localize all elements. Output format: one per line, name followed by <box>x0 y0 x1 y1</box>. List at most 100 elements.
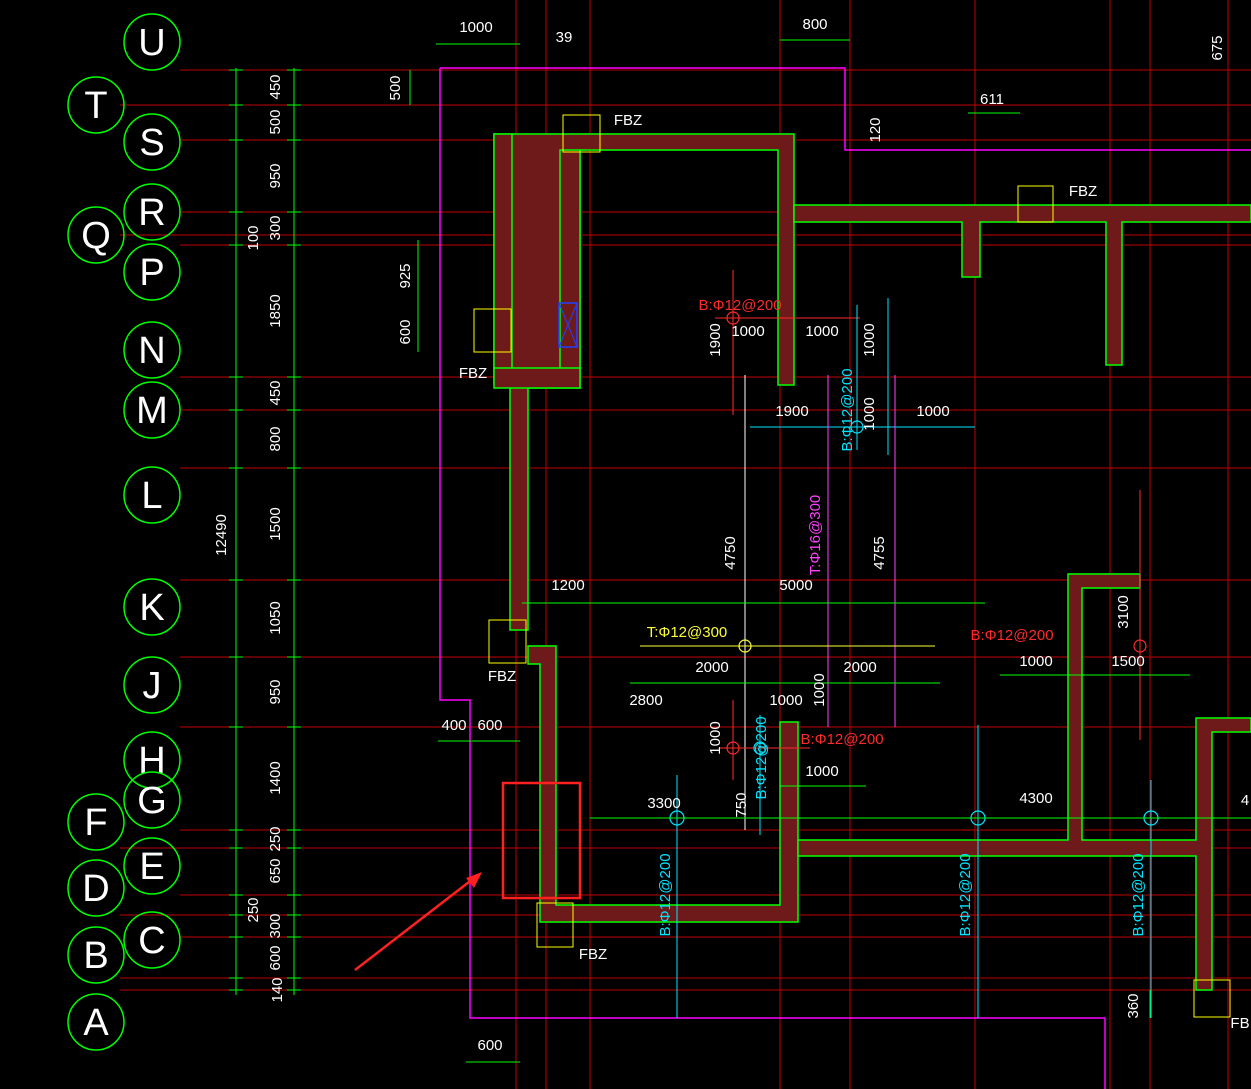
grid-dim-segment: 950 <box>267 679 284 704</box>
axis-bubble-m: M <box>123 381 181 439</box>
axis-bubble-d: D <box>67 859 125 917</box>
grid-dim-segment: 950 <box>267 163 284 188</box>
dim-text: 1000 <box>731 323 764 340</box>
dim-text: 1000 <box>707 721 724 754</box>
grid-dim-segment: 600 <box>267 945 284 970</box>
axis-bubble-label: M <box>136 390 168 432</box>
axis-bubble-q: Q <box>67 206 125 264</box>
rebar-label: T:Φ16@300 <box>807 495 824 576</box>
grid-dim-segment: 500 <box>267 109 284 134</box>
annotation-arrow-shaft <box>354 874 479 971</box>
axis-bubble-h: H <box>123 731 181 789</box>
rebar-label: B:Φ12@200 <box>753 716 770 799</box>
axis-bubble-p: P <box>123 243 181 301</box>
dim-text: 1000 <box>916 403 949 420</box>
axis-bubble-label: G <box>137 780 167 822</box>
rebar-texts: B:Φ12@200B:Φ12@200T:Φ16@300B:Φ12@200T:Φ1… <box>647 297 1147 937</box>
grid-dimension-chain: 4505009503001850450800150010509501400250… <box>213 68 301 1003</box>
rebar-label: B:Φ12@200 <box>839 368 856 451</box>
axis-bubble-s: S <box>123 113 181 171</box>
grid-dim-sub-total: 100 <box>245 225 262 250</box>
rebar-label: B:Φ12@200 <box>800 731 883 748</box>
rebar-label: B:Φ12@200 <box>970 627 1053 644</box>
dim-text: 5000 <box>779 577 812 594</box>
axis-bubble-label: H <box>138 740 165 782</box>
dim-text: 1000 <box>811 673 828 706</box>
axis-bubble-n: N <box>123 321 181 379</box>
grid-dim-segment: 800 <box>267 426 284 451</box>
dim-text: 1000 <box>861 397 878 430</box>
axis-bubble-l: L <box>123 466 181 524</box>
dim-text: 2800 <box>629 692 662 709</box>
grid-dim-segment: 450 <box>267 380 284 405</box>
dim-text: 400 <box>441 717 466 734</box>
axis-bubble-b: B <box>67 926 125 984</box>
blue-opening-cross-b <box>558 302 578 348</box>
dim-text: 1000 <box>805 323 838 340</box>
blue-opening-mark <box>558 302 578 348</box>
grid-dim-segment: 300 <box>267 215 284 240</box>
axis-bubble-label: R <box>138 192 165 234</box>
fbz-label: FBZ <box>579 946 607 963</box>
axis-bubble-e: E <box>123 837 181 895</box>
axis-bubble-label: L <box>141 475 162 517</box>
axis-bubble-label: Q <box>81 215 111 257</box>
axis-bubble-label: N <box>138 330 165 372</box>
grid-dim-segment: 300 <box>267 913 284 938</box>
top-dim-text: 675 <box>1209 35 1226 60</box>
top-dim-text: 39 <box>556 29 573 46</box>
axis-bubble-u: U <box>123 13 181 71</box>
dim-text: 4 <box>1241 792 1249 809</box>
rebar-label: B:Φ12@200 <box>1130 853 1147 936</box>
dim-text: 925 <box>397 263 414 288</box>
dim-text: 1500 <box>1111 653 1144 670</box>
grid-dim-segment: 1400 <box>267 761 284 794</box>
grid-dim-segment: 1850 <box>267 294 284 327</box>
dim-text: 4750 <box>722 536 739 569</box>
axis-bubble-label: K <box>139 587 164 629</box>
dim-text: 1000 <box>805 763 838 780</box>
dim-text: 3300 <box>647 795 680 812</box>
axis-bubble-c: C <box>123 911 181 969</box>
grid-dim-segment: 450 <box>267 74 284 99</box>
axis-bubble-label: F <box>84 802 107 844</box>
grid-dim-segment: 650 <box>267 858 284 883</box>
dim-text: 4300 <box>1019 790 1052 807</box>
grid-dim-segment: 1500 <box>267 507 284 540</box>
top-dim-text: 500 <box>387 75 404 100</box>
dim-text: 2000 <box>843 659 876 676</box>
axis-bubble-label: P <box>139 252 164 294</box>
top-dim-text: 1000 <box>459 19 492 36</box>
fbz-label: FBZ <box>488 668 516 685</box>
fbz-label: FBZ <box>614 112 642 129</box>
axis-bubble-label: E <box>139 846 164 888</box>
axis-bubble-label: U <box>138 22 165 64</box>
dim-text: 600 <box>477 1037 502 1054</box>
axis-bubble-label: S <box>139 122 164 164</box>
rebar-label: B:Φ12@200 <box>698 297 781 314</box>
top-dim-text: 120 <box>867 117 884 142</box>
dim-text: 1000 <box>769 692 802 709</box>
dim-text: 1000 <box>1019 653 1052 670</box>
dim-text: 750 <box>733 792 750 817</box>
top-dim-text: 800 <box>802 16 827 33</box>
axis-bubble-label: C <box>138 920 165 962</box>
axis-bubble-label: T <box>84 85 107 127</box>
rebar-label: B:Φ12@200 <box>657 853 674 936</box>
dim-text: 360 <box>1125 993 1142 1018</box>
dim-text: 4755 <box>871 536 888 569</box>
annotation-arrow-head <box>466 872 482 888</box>
rebar-label: B:Φ12@200 <box>957 853 974 936</box>
axis-bubble-label: J <box>143 665 162 707</box>
dim-text: 1900 <box>707 323 724 356</box>
dim-text: 600 <box>397 319 414 344</box>
axis-bubble-r: R <box>123 183 181 241</box>
grid-dim-total: 12490 <box>213 514 230 556</box>
dim-text: 2000 <box>695 659 728 676</box>
fbz-label: FB <box>1230 1015 1249 1032</box>
axis-bubble-label: D <box>82 868 109 910</box>
axis-bubble-g: G <box>123 771 181 829</box>
